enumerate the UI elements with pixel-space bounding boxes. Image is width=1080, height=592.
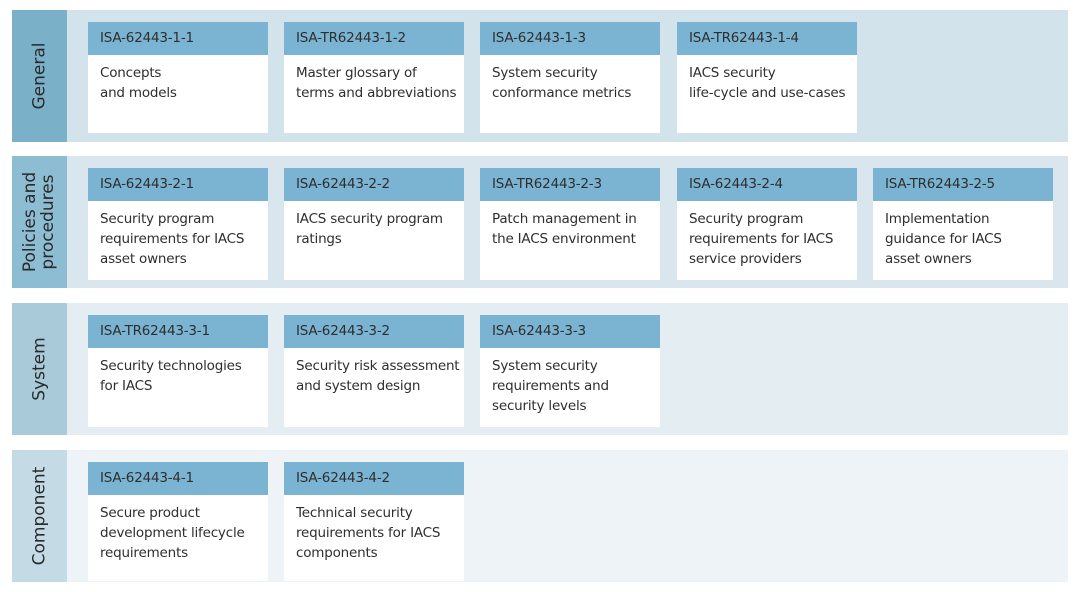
standard-id: ISA-62443-3-3 — [480, 315, 660, 348]
category-label-text: Policies and procedures — [20, 171, 59, 273]
category-label-text: System — [29, 337, 50, 401]
category-label: Policies and procedures — [12, 156, 67, 288]
standard-id: ISA-62443-1-1 — [88, 22, 268, 55]
standard-id: ISA-TR62443-2-5 — [873, 168, 1053, 201]
category-label: General — [12, 10, 67, 142]
category-label: System — [12, 303, 67, 435]
standard-id: ISA-62443-1-3 — [480, 22, 660, 55]
standard-title: Security technologies for IACS — [100, 358, 242, 394]
standard-id: ISA-62443-2-2 — [284, 168, 464, 201]
standard-title: Concepts and models — [100, 65, 177, 101]
standard-title: Implementation guidance for IACS asset o… — [885, 211, 1002, 267]
standard-id: ISA-62443-4-2 — [284, 462, 464, 495]
standard-id: ISA-TR62443-2-3 — [480, 168, 660, 201]
standard-title: System security requirements and securit… — [492, 358, 609, 414]
standard-id: ISA-TR62443-1-4 — [677, 22, 857, 55]
standard-title: System security conformance metrics — [492, 65, 632, 101]
category-label: Component — [12, 450, 67, 582]
standard-title: IACS security program ratings — [296, 211, 443, 247]
standard-id: ISA-62443-2-4 — [677, 168, 857, 201]
standard-title: IACS security life-cycle and use-cases — [689, 65, 846, 101]
category-label-text: Component — [29, 466, 50, 566]
standard-title: Security program requirements for IACS s… — [689, 211, 834, 267]
standard-title: Security risk assessment and system desi… — [296, 358, 460, 394]
standard-title: Master glossary of terms and abbreviatio… — [296, 65, 457, 101]
standard-id: ISA-62443-3-2 — [284, 315, 464, 348]
category-label-text: General — [29, 42, 50, 110]
standard-title: Secure product development lifecycle req… — [100, 505, 245, 561]
standard-id: ISA-TR62443-1-2 — [284, 22, 464, 55]
standard-id: ISA-62443-2-1 — [88, 168, 268, 201]
standard-title: Patch management in the IACS environment — [492, 211, 637, 247]
standard-title: Technical security requirements for IACS… — [296, 505, 441, 561]
standard-id: ISA-62443-4-1 — [88, 462, 268, 495]
standard-title: Security program requirements for IACS a… — [100, 211, 245, 267]
standard-id: ISA-TR62443-3-1 — [88, 315, 268, 348]
